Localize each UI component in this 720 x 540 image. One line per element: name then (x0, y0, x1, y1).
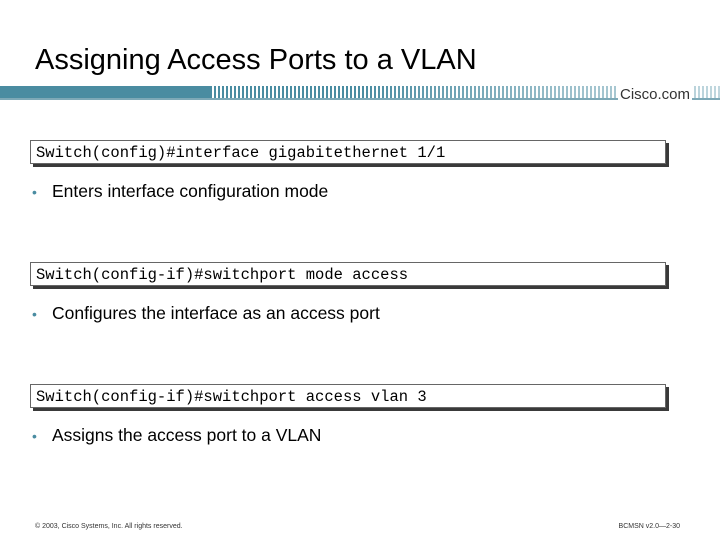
bullet-dot-icon: • (32, 428, 37, 444)
cisco-logo: Cisco.com (618, 86, 693, 103)
command-box-3: Switch(config-if)#switchport access vlan… (30, 384, 666, 408)
bullet-1: • Enters interface configuration mode (32, 181, 328, 202)
footer-copyright: © 2003, Cisco Systems, Inc. All rights r… (35, 523, 183, 530)
band-solid (0, 86, 210, 100)
bullet-dot-icon: • (32, 306, 37, 322)
band-rule (0, 98, 720, 100)
bullet-2-text: Configures the interface as an access po… (52, 303, 380, 323)
bullet-dot-icon: • (32, 184, 37, 200)
command-box-2: Switch(config-if)#switchport mode access (30, 262, 666, 286)
bullet-3: • Assigns the access port to a VLAN (32, 425, 321, 446)
title-underline-band (0, 86, 720, 100)
footer-page-ref: BCMSN v2.0—2-30 (618, 523, 680, 530)
bullet-3-text: Assigns the access port to a VLAN (52, 425, 322, 445)
bullet-2: • Configures the interface as an access p… (32, 303, 380, 324)
command-box-1: Switch(config)#interface gigabitethernet… (30, 140, 666, 164)
band-gradient (210, 86, 720, 100)
bullet-1-text: Enters interface configuration mode (52, 181, 329, 201)
slide-title: Assigning Access Ports to a VLAN (35, 44, 477, 76)
